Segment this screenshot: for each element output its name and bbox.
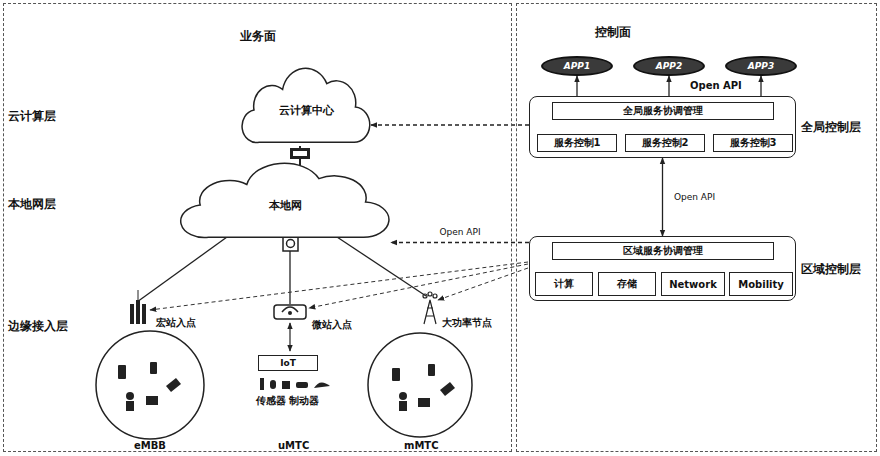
cloud-outline: [181, 163, 389, 237]
sensor-icons: [260, 378, 330, 390]
node-text: 云计算中心: [279, 103, 334, 118]
box-node: 区域服务协调管理: [552, 242, 774, 260]
box-node: Mobility: [729, 272, 793, 296]
app-node: APP3: [725, 56, 797, 76]
iot-link: [289, 323, 290, 351]
app-node: APP2: [633, 56, 705, 76]
node-text: 业务面: [240, 28, 276, 45]
node-text: 本地网: [269, 198, 302, 213]
text-label: 微站入点: [312, 318, 352, 332]
box-node: 存储: [598, 272, 656, 296]
text-label: 大功率节点: [442, 316, 492, 330]
text-label: 本地网层: [8, 196, 56, 213]
cloud-node: 云计算中心: [241, 66, 371, 154]
text-label: uMTC: [278, 440, 309, 451]
node-text: 存储: [617, 277, 637, 291]
node-text: 全局控制层: [801, 119, 861, 136]
box-node: 全局服务协调管理: [552, 102, 774, 120]
text-label: 边缘接入层: [8, 318, 68, 335]
connector: [662, 158, 663, 236]
antenna-icon: [130, 290, 146, 324]
control-link: [150, 262, 528, 310]
cloud-outline: [242, 68, 370, 142]
node-text: APP2: [656, 61, 682, 71]
text-label: Open API: [690, 80, 742, 91]
panel-node: 业务面云计算中心本地网 IoT: [3, 3, 512, 452]
panel-node: 控制面 APP1 APP2 APP3 全局控制层 全局服务协调管理服务控制1 服务控制2 服务…: [516, 3, 877, 452]
node-text: 计算: [554, 277, 574, 291]
text-label: 云计算层: [8, 108, 56, 125]
text-label: 传感器 制动器: [256, 394, 319, 408]
box-node: Network: [661, 272, 725, 296]
access-link: [137, 237, 426, 304]
box-node: 服务控制2: [625, 134, 705, 152]
app-node: APP1: [541, 56, 613, 76]
cloud-node: 本地网: [179, 161, 391, 249]
node-text: Mobility: [738, 279, 784, 290]
node-text: 服务控制2: [642, 136, 689, 150]
connector: [391, 242, 529, 243]
node-text: 控制面: [595, 24, 631, 41]
node-text: Network: [669, 279, 717, 290]
edge-label: Open API: [437, 227, 482, 237]
gateway-icon: [290, 146, 310, 166]
text-label: mMTC: [404, 440, 439, 451]
box-node: 计算: [535, 272, 593, 296]
coverage-circle: [96, 331, 472, 439]
node-text: APP3: [748, 61, 774, 71]
connector: [371, 124, 529, 125]
micro-station-icon: [274, 305, 306, 319]
edge-label: Open API: [672, 192, 717, 202]
box-node: 服务控制3: [713, 134, 793, 152]
node-text: 服务控制1: [554, 136, 601, 150]
text-label: eMBB: [134, 440, 166, 451]
node-text: 服务控制3: [730, 136, 777, 150]
chip-node: IoT: [258, 355, 318, 371]
group-node: 全局控制层全局服务协调管理服务控制1服务控制2服务控制3: [529, 96, 796, 158]
node-text: 区域服务协调管理: [623, 244, 703, 258]
box-node: 服务控制1: [537, 134, 617, 152]
group-node: 区域控制层区域服务协调管理计算存储NetworkMobility: [529, 236, 796, 301]
node-text: 全局服务协调管理: [623, 104, 703, 118]
node-text: 区域控制层: [801, 260, 861, 277]
node-text: APP1: [564, 61, 590, 71]
node-text: IoT: [280, 358, 296, 368]
tower-icon: [423, 292, 437, 324]
text-label: 宏站入点: [156, 316, 196, 330]
